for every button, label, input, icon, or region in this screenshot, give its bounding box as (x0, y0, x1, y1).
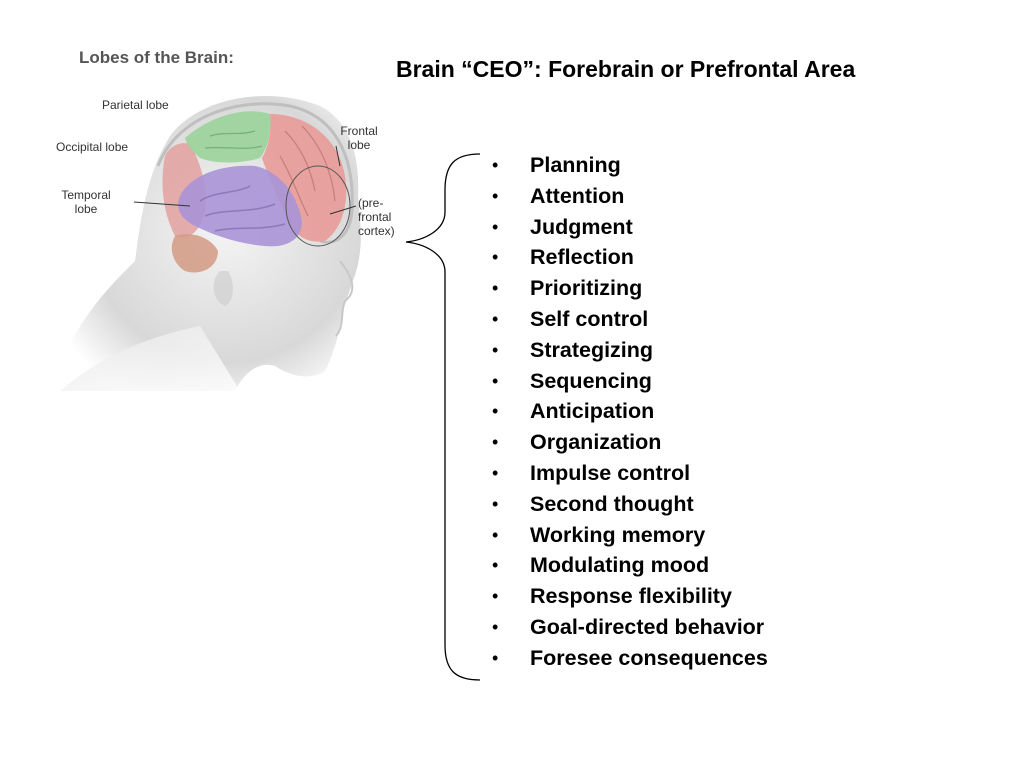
bullet-icon: • (492, 493, 499, 514)
function-list-item: • Working memory (490, 520, 768, 551)
prefrontal-functions-list: •Planning•Attention•Judgment•Reflection•… (490, 150, 768, 674)
frontal-lobe (262, 114, 347, 242)
function-list-item: • Anticipation (490, 396, 768, 427)
frontal-lobe-label: Frontal lobe (332, 124, 386, 152)
function-label: Second thought (530, 491, 694, 516)
function-list-item: • Strategizing (490, 335, 768, 366)
neck-shading (60, 326, 240, 391)
function-label: Organization (530, 430, 662, 455)
bullet-icon: • (492, 616, 499, 637)
function-label: Foresee consequences (530, 645, 768, 670)
function-label: Working memory (530, 522, 706, 547)
prefrontal-cortex-label: (pre- frontal cortex) (358, 196, 395, 238)
bullet-icon: • (492, 185, 499, 206)
function-label: Prioritizing (530, 276, 643, 301)
function-label: Planning (530, 153, 621, 177)
bullet-icon: • (492, 339, 499, 360)
bullet-icon: • (492, 432, 499, 453)
prefrontal-outline (285, 165, 351, 247)
slide-title: Brain “CEO”: Forebrain or Prefrontal Are… (396, 56, 856, 82)
brain-lobes-figure: Lobes of the Brain: Parietal lobe Occipi… (40, 36, 440, 396)
function-list-item: • Second thought (490, 489, 768, 520)
temporal-lobe-label-line1: Temporal (61, 188, 111, 202)
function-list-item: • Response flexibility (490, 581, 768, 612)
bullet-icon: • (492, 524, 499, 545)
curly-brace (405, 153, 481, 681)
function-list-item: • Attention (490, 181, 768, 212)
parietal-lobe-label: Parietal lobe (102, 98, 169, 112)
function-label: Impulse control (530, 460, 691, 485)
parietal-lobe (185, 111, 271, 163)
function-list-item: • Self control (490, 304, 768, 335)
function-label: Self control (530, 306, 649, 331)
brain-head-illustration (60, 96, 361, 391)
temporal-lobe-label-line2: lobe (74, 202, 98, 216)
bullet-icon: • (492, 278, 499, 299)
cerebellum (171, 234, 218, 273)
function-list-item: • Prioritizing (490, 273, 768, 304)
function-label: Response flexibility (530, 584, 732, 609)
function-label: Anticipation (530, 399, 655, 424)
prefrontal-label-line3: cortex) (358, 224, 395, 238)
function-list-item: • Sequencing (490, 366, 768, 397)
function-list-item: • Planning (490, 150, 768, 181)
bullet-icon: • (492, 155, 499, 175)
function-list-item: • Modulating mood (490, 550, 768, 581)
label-leader-lines (133, 145, 357, 215)
frontal-lobe-label-line1: Frontal (340, 124, 378, 138)
function-label: Reflection (530, 245, 634, 270)
occipital-lobe-label: Occipital lobe (56, 140, 129, 154)
bullet-icon: • (492, 308, 499, 329)
bullet-icon: • (492, 247, 499, 268)
function-list-item: • Organization (490, 427, 768, 458)
bullet-icon: • (492, 555, 499, 576)
function-list-item: • Judgment (490, 212, 768, 243)
temporal-lobe-label: Temporal lobe (56, 188, 116, 216)
function-list-item: • Impulse control (490, 458, 768, 489)
function-label: Attention (530, 183, 625, 208)
function-list-item: • Goal-directed behavior (490, 612, 768, 643)
bullet-icon: • (492, 462, 499, 483)
frontal-lobe-label-line2: lobe (347, 138, 371, 152)
figure-title: Lobes of the Brain: (79, 48, 234, 67)
function-list-item: • Foresee consequences (490, 643, 768, 674)
skull-outline (156, 102, 354, 244)
function-label: Strategizing (530, 337, 654, 362)
bullet-icon: • (492, 401, 499, 422)
function-label: Goal-directed behavior (530, 614, 765, 639)
function-list-item: • Reflection (490, 242, 768, 273)
bullet-icon: • (492, 586, 499, 607)
prefrontal-label-line1: (pre- (358, 196, 384, 210)
function-label: Modulating mood (530, 553, 710, 578)
bullet-icon: • (492, 370, 499, 391)
bullet-icon: • (492, 216, 499, 237)
bullet-icon: • (492, 647, 499, 668)
function-label: Judgment (530, 214, 633, 239)
prefrontal-label-line2: frontal (358, 210, 392, 224)
face-profile (335, 260, 354, 337)
brain-gyri (199, 185, 286, 232)
ear (213, 271, 233, 306)
function-label: Sequencing (530, 368, 652, 393)
